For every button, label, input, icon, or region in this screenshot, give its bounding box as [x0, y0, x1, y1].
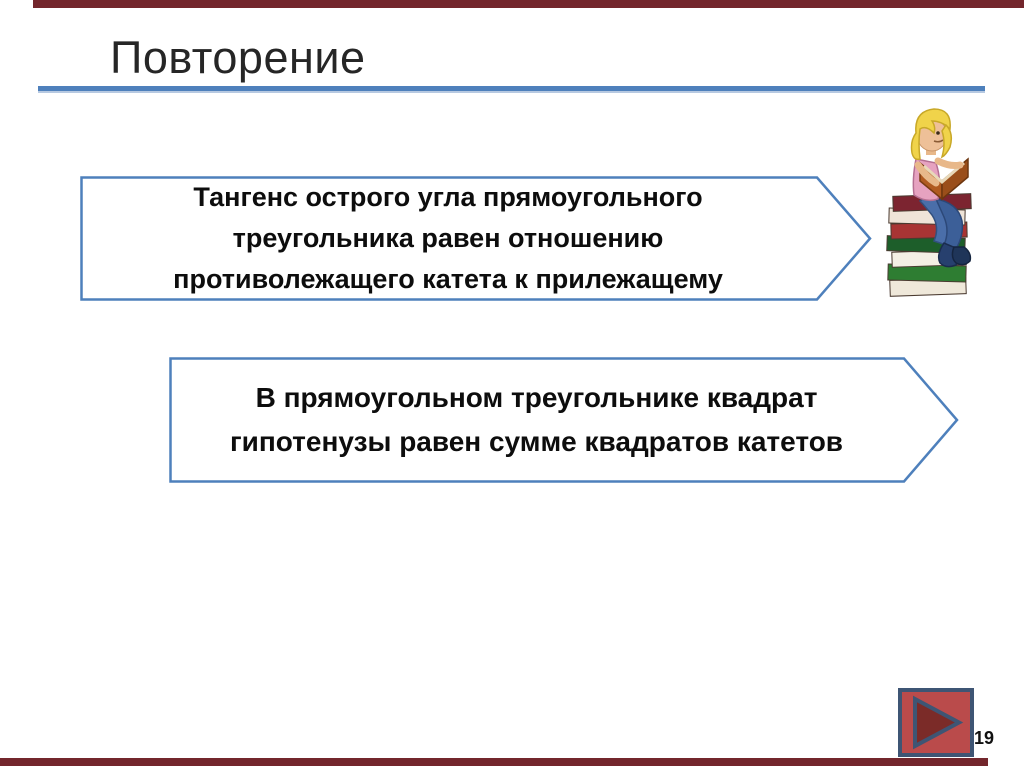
girl-reading-clipart-image	[876, 103, 996, 299]
callout-line: треугольника равен отношению	[232, 223, 664, 253]
top-accent-bar	[33, 0, 1024, 8]
arrow-shape	[169, 357, 959, 483]
callout-tangent-text: Тангенс острого угла прямоугольного треу…	[80, 176, 816, 301]
callout-line: Тангенс острого угла прямоугольного	[193, 182, 703, 212]
bottom-accent-bar	[0, 758, 988, 766]
callout-line: В прямоугольном треугольнике квадрат	[255, 382, 818, 413]
callout-pythagoras-text: В прямоугольном треугольнике квадрат гип…	[169, 357, 904, 483]
page-title: Повторение	[110, 32, 366, 83]
play-icon	[913, 695, 964, 750]
page-number: 19	[974, 728, 995, 748]
girl-reading-on-books-clipart	[886, 108, 972, 297]
callout-tangent: Тангенс острого угла прямоугольного треу…	[80, 176, 872, 301]
title-underline	[38, 86, 985, 93]
callout-line: противолежащего катета к прилежащему	[173, 264, 723, 294]
callout-pythagoras: В прямоугольном треугольнике квадрат гип…	[169, 357, 959, 483]
next-slide-button[interactable]	[898, 688, 974, 757]
callout-line: гипотенузы равен сумме квадратов катетов	[229, 426, 844, 457]
arrow-shape	[80, 176, 872, 301]
